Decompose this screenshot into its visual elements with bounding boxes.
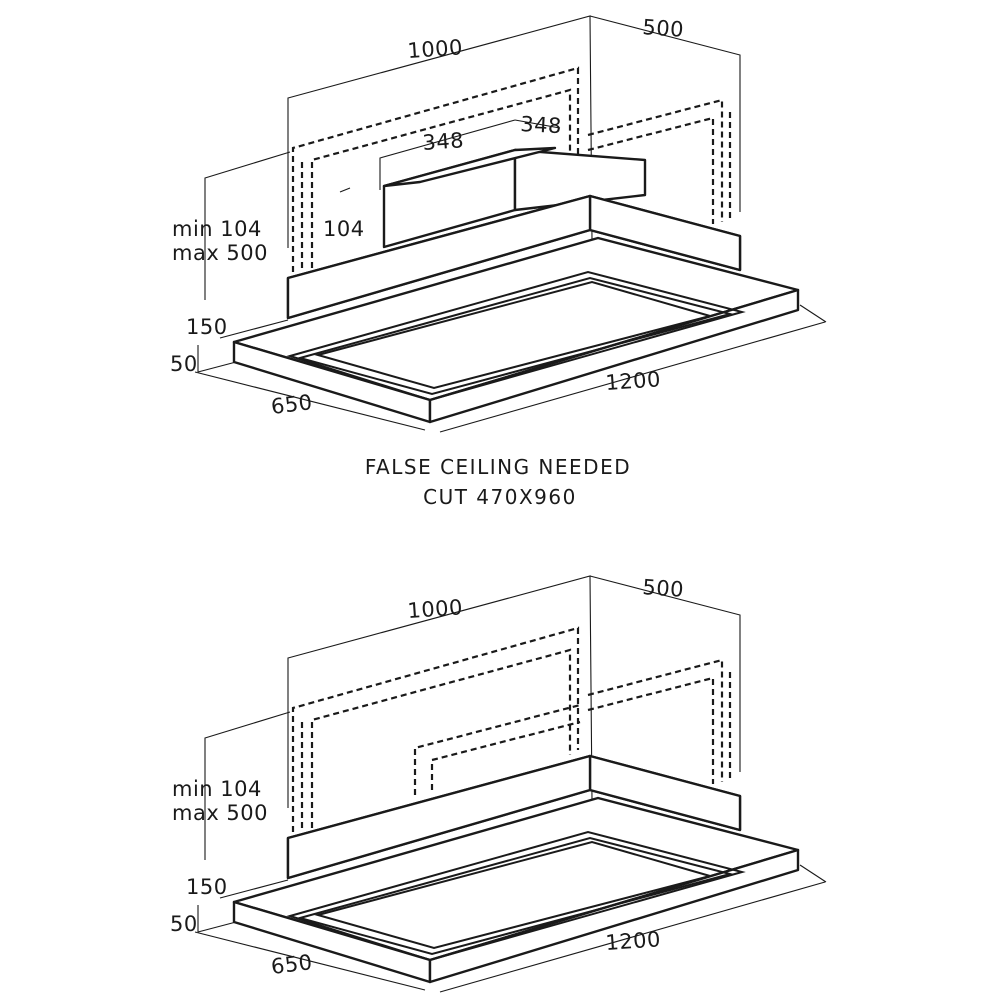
hood-body-bottom <box>286 754 742 880</box>
dim-348-depth: 348 <box>520 112 563 138</box>
dim-150-bottom: 150 <box>186 875 228 899</box>
dim-1200-bottom: 1200 <box>605 927 662 955</box>
hood-drawing-bottom: 1000 500 min 104 max 500 150 50 650 1200 <box>170 575 827 993</box>
dashed-extensions-top <box>291 66 732 272</box>
dim-500-bottom: 500 <box>642 575 685 602</box>
hood-panel-top <box>232 236 800 424</box>
dim-650-bottom: 650 <box>270 950 314 979</box>
dim-1000-bottom: 1000 <box>407 595 464 623</box>
dim-min-height-bottom: min 104 <box>172 777 262 801</box>
hood-body-top <box>286 194 742 320</box>
dim-104-chimney: 104 <box>323 217 365 241</box>
note-line-1: FALSE CEILING NEEDED <box>365 455 631 479</box>
dimension-labels-bottom: 1000 500 min 104 max 500 150 50 650 1200 <box>170 575 685 979</box>
dim-500-top: 500 <box>642 15 685 42</box>
dim-1000-top: 1000 <box>407 35 464 63</box>
dim-50-bottom: 50 <box>170 912 198 936</box>
note-line-2: CUT 470X960 <box>423 485 577 509</box>
dimension-lines-top <box>194 15 827 433</box>
dim-50-top: 50 <box>170 352 198 376</box>
dim-min-height-top: min 104 <box>172 217 262 241</box>
dimension-lines-bottom <box>194 575 827 993</box>
dim-max-height-top: max 500 <box>172 241 268 265</box>
dimension-labels-top: 1000 500 348 348 104 min 104 max 500 150… <box>170 15 685 419</box>
dim-1200-top: 1200 <box>605 367 662 395</box>
dim-150-top: 150 <box>186 315 228 339</box>
hood-drawing-top: 1000 500 348 348 104 min 104 max 500 150… <box>170 15 827 433</box>
dim-650-top: 650 <box>270 390 314 419</box>
hood-panel-bottom <box>232 796 800 984</box>
dim-348-width: 348 <box>422 128 465 155</box>
dim-max-height-bottom: max 500 <box>172 801 268 825</box>
chimney-block <box>382 146 647 249</box>
dashed-extensions-bottom <box>291 626 732 832</box>
installation-note: FALSE CEILING NEEDED CUT 470X960 <box>365 455 631 509</box>
